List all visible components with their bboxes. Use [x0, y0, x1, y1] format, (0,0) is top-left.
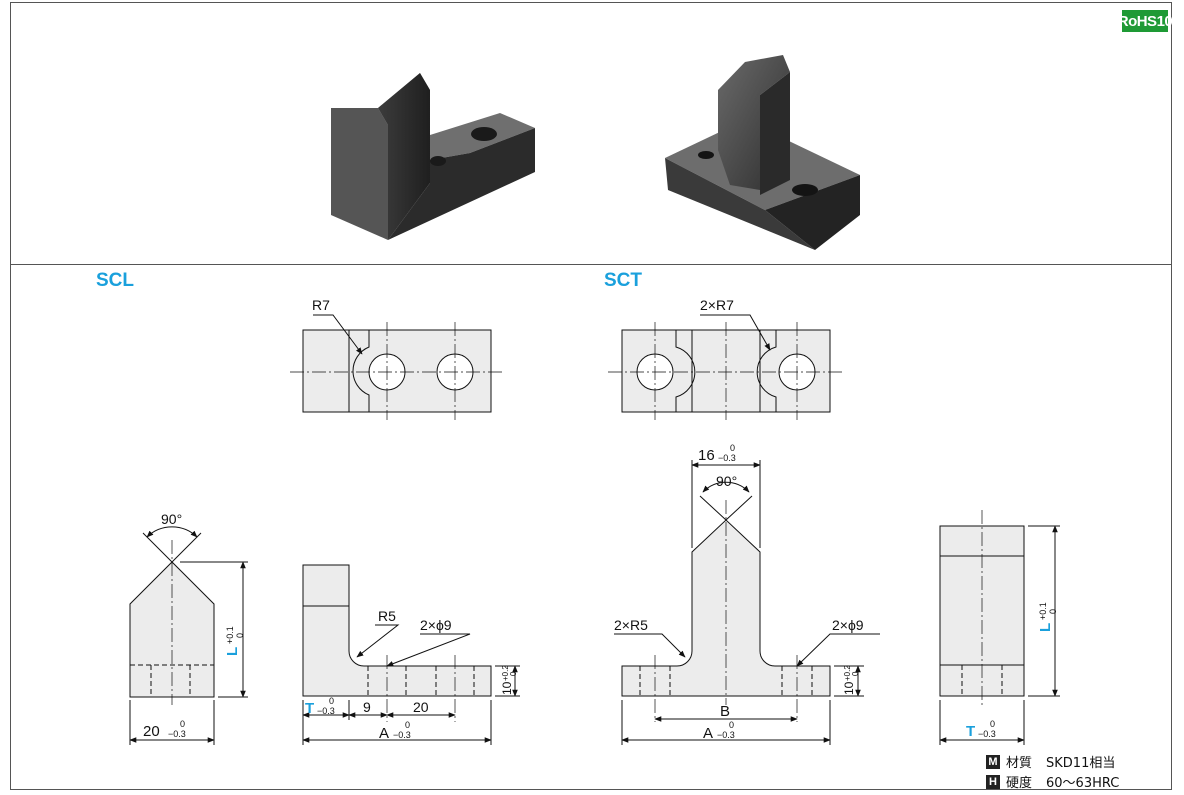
- tol-a-right-upper: 0: [729, 720, 734, 730]
- tol-l-right-upper: +0.1: [1038, 602, 1048, 620]
- label-dim-t-left: T: [305, 700, 314, 717]
- spec-material: M 材質 SKD11相当: [986, 752, 1115, 771]
- label-2xr7: 2×R7: [700, 297, 734, 313]
- label-dim-10-left: 10: [500, 681, 514, 695]
- spec-material-label: 材質: [1006, 756, 1033, 771]
- label-dim-20: 20: [413, 699, 429, 715]
- spec-hardness-label: 硬度: [1006, 776, 1033, 791]
- label-r7: R7: [312, 297, 330, 313]
- sct-front-view: [614, 460, 880, 745]
- sct-end-view: [939, 510, 1060, 745]
- spec-hardness-value: 60～63HRC: [1046, 776, 1120, 791]
- tol-20-upper: 0: [180, 719, 185, 729]
- tol-a-left-upper: 0: [405, 720, 410, 730]
- spec-hardness: H 硬度 60～63HRC: [986, 772, 1119, 791]
- spec-material-value: SKD11相当: [1046, 756, 1116, 771]
- scl-end-view: [129, 526, 248, 745]
- label-2xr5: 2×R5: [614, 617, 648, 633]
- tol-10-left-upper: +0.2: [501, 665, 510, 681]
- label-dim-a-right: A: [703, 725, 713, 742]
- label-2xphi9-right: 2×ϕ9: [832, 617, 864, 633]
- tol-16-lower: −0.3: [718, 453, 736, 463]
- scl-front-view: [302, 564, 520, 745]
- tol-l-left-upper: +0.1: [225, 626, 235, 644]
- scl-top-view: [290, 314, 505, 420]
- tol-a-left-lower: −0.3: [393, 730, 411, 740]
- tol-l-left-lower: 0: [235, 633, 245, 638]
- tol-t-right-upper: 0: [990, 719, 995, 729]
- model-label-sct: SCT: [604, 270, 642, 291]
- rohs-badge: RoHS10: [1118, 10, 1173, 32]
- diagram-frame: [10, 2, 1172, 790]
- label-dim-l-right: L: [1037, 623, 1054, 632]
- photo-scl-part: [331, 73, 535, 240]
- hardness-icon: H: [986, 774, 1000, 789]
- tol-l-right-lower: 0: [1048, 609, 1058, 614]
- label-dim-9: 9: [363, 699, 371, 715]
- label-2xphi9-left: 2×ϕ9: [420, 617, 452, 633]
- tol-t-left-lower: −0.3: [317, 706, 335, 716]
- section-divider: [10, 264, 1172, 265]
- tol-16-upper: 0: [730, 443, 735, 453]
- label-dim-20-bottom: 20: [143, 723, 160, 740]
- label-r5: R5: [378, 608, 396, 624]
- label-dim-b: B: [720, 703, 730, 720]
- tol-10-right-upper: +0.2: [843, 665, 852, 681]
- label-angle-right: 90°: [716, 473, 737, 489]
- tol-20-lower: −0.3: [168, 729, 186, 739]
- tol-10-right-lower: 0: [851, 671, 860, 676]
- tol-t-left-upper: 0: [329, 696, 334, 706]
- photo-sct-part: [665, 55, 860, 250]
- label-dim-t-right: T: [966, 723, 975, 740]
- tol-a-right-lower: −0.3: [717, 730, 735, 740]
- material-icon: M: [986, 754, 1000, 769]
- tol-t-right-lower: −0.3: [978, 729, 996, 739]
- model-label-scl: SCL: [96, 270, 134, 291]
- label-dim-a-left: A: [379, 725, 389, 742]
- label-angle-left: 90°: [161, 511, 182, 527]
- sct-top-view: [608, 314, 845, 420]
- label-dim-16: 16: [698, 447, 715, 464]
- label-dim-10-right: 10: [842, 681, 856, 695]
- label-dim-l-left: L: [224, 647, 241, 656]
- tol-10-left-lower: 0: [509, 671, 518, 676]
